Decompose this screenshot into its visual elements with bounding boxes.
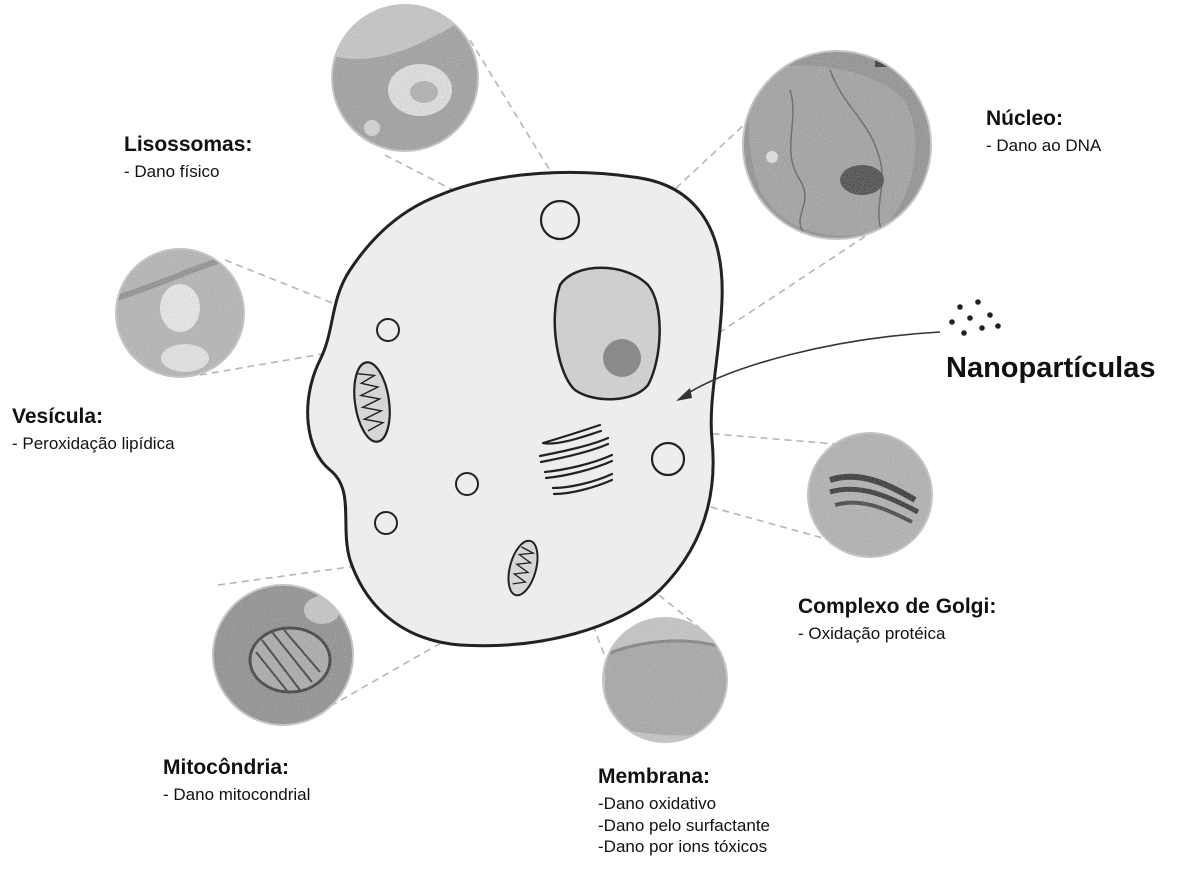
label-mitochondria: Mitocôndria: - Dano mitocondrial <box>163 755 310 806</box>
label-nucleus: Núcleo: - Dano ao DNA <box>986 106 1101 157</box>
label-membrane-title: Membrana: <box>598 764 770 790</box>
nanoparticle-arrow <box>682 332 940 397</box>
label-membrane-item-2: -Dano pelo surfactante <box>598 815 770 836</box>
vesicle-right <box>652 443 684 475</box>
label-vesicle-item-1: - Peroxidação lipídica <box>12 433 175 454</box>
label-golgi: Complexo de Golgi: - Oxidação protéica <box>798 594 996 645</box>
label-lysosomes: Lisossomas: - Dano físico <box>124 132 252 183</box>
lysosome <box>541 201 579 239</box>
vesicle-low <box>375 512 397 534</box>
label-lysosomes-title: Lisossomas: <box>124 132 252 158</box>
label-vesicle: Vesícula: - Peroxidação lipídica <box>12 404 175 455</box>
nucleus <box>555 268 660 400</box>
nanoparticle-dots <box>949 299 1001 336</box>
label-nucleus-title: Núcleo: <box>986 106 1101 132</box>
label-lysosomes-item-1: - Dano físico <box>124 161 252 182</box>
vesicle-mid <box>456 473 478 495</box>
vesicle-top <box>377 319 399 341</box>
label-membrane: Membrana: -Dano oxidativo -Dano pelo sur… <box>598 764 770 857</box>
micrograph-vesicle <box>110 245 250 385</box>
label-mitochondria-item-1: - Dano mitocondrial <box>163 784 310 805</box>
label-golgi-title: Complexo de Golgi: <box>798 594 996 620</box>
nucleolus <box>603 339 641 377</box>
micrograph-nucleus <box>740 50 935 245</box>
label-membrane-item-1: -Dano oxidativo <box>598 793 770 814</box>
label-mitochondria-title: Mitocôndria: <box>163 755 310 781</box>
label-nanoparticles: Nanopartículas <box>946 352 1156 385</box>
label-vesicle-title: Vesícula: <box>12 404 175 430</box>
micrograph-mitochondria <box>210 582 356 728</box>
micrograph-golgi <box>805 430 935 560</box>
label-golgi-item-1: - Oxidação protéica <box>798 623 996 644</box>
micrograph-membrane <box>600 615 730 745</box>
micrograph-lysosome <box>330 0 490 160</box>
label-membrane-item-3: -Dano por ions tóxicos <box>598 836 770 857</box>
label-nucleus-item-1: - Dano ao DNA <box>986 135 1101 156</box>
